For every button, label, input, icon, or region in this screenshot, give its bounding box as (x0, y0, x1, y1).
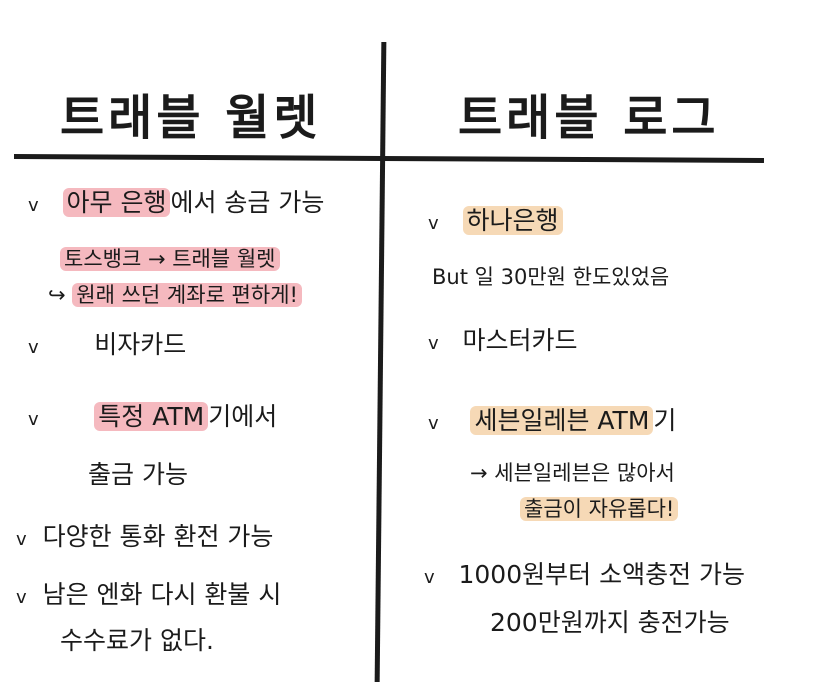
left-item-exchange: v 다양한 통화 환전 가능 (16, 522, 273, 555)
right-header: 트래블 로그 (458, 90, 720, 146)
check-mark: v (28, 337, 39, 358)
check-mark: v (28, 409, 39, 430)
left-item-visa: v 비자카드 (28, 330, 186, 363)
highlight-toss: 토스뱅크 → 트래블 월렛 (60, 247, 280, 271)
atm-continuation: 출금 가능 (88, 460, 188, 489)
highlight-hana: 하나은행 (462, 206, 563, 235)
check-mark: v (428, 333, 439, 354)
check-mark: v (16, 529, 27, 550)
item-text: 비자카드 (94, 330, 187, 359)
check-mark: v (28, 195, 39, 216)
check-mark: v (428, 213, 439, 234)
item-text: 남은 엔화 다시 환불 시 (42, 580, 282, 609)
item-text: 에서 송금 가능 (170, 188, 325, 217)
curved-arrow-icon: ↪ (48, 283, 66, 307)
check-mark: v (428, 413, 439, 434)
item-text: 마스터카드 (462, 326, 578, 355)
highlight-atm: 특정 ATM (94, 402, 209, 431)
highlight-toss-note: 원래 쓰던 계좌로 편하게! (72, 283, 302, 307)
right-item-hana: v 하나은행 (428, 206, 563, 239)
arrow-right-icon: → (470, 461, 488, 485)
item-text: 기에서 (208, 402, 278, 431)
highlight-seven-note: 출금이 자유롭다! (520, 497, 679, 521)
but-line: But 일 30만원 한도있었음 (432, 265, 670, 289)
left-header: 트래블 월렛 (60, 90, 322, 146)
left-item-refund: v 남은 엔화 다시 환불 시 (16, 580, 281, 613)
seven-note-text: 세븐일레븐은 많아서 (494, 461, 675, 485)
toss-line: 토스뱅크 → 트래블 월렛 (60, 246, 280, 272)
check-mark: v (424, 567, 435, 588)
header-divider (13, 154, 765, 163)
column-divider (374, 41, 387, 683)
seven-note-2: 출금이 자유롭다! (520, 496, 679, 522)
refund-continuation: 수수료가 없다. (60, 626, 214, 655)
item-text: 1000원부터 소액충전 가능 (458, 560, 746, 589)
charge-continuation: 200만원까지 충전가능 (490, 608, 730, 637)
check-mark: v (16, 587, 27, 608)
highlight-seven: 세븐일레븐 ATM (470, 406, 654, 435)
right-item-master: v 마스터카드 (428, 326, 578, 359)
item-text: 다양한 통화 환전 가능 (42, 522, 274, 551)
toss-note: ↪ 원래 쓰던 계좌로 편하게! (48, 282, 302, 308)
seven-note: → 세븐일레븐은 많아서 (470, 460, 675, 486)
highlight-any-bank: 아무 은행 (62, 188, 171, 217)
right-item-charge: v 1000원부터 소액충전 가능 (424, 560, 745, 593)
item-text: 기 (653, 406, 677, 435)
